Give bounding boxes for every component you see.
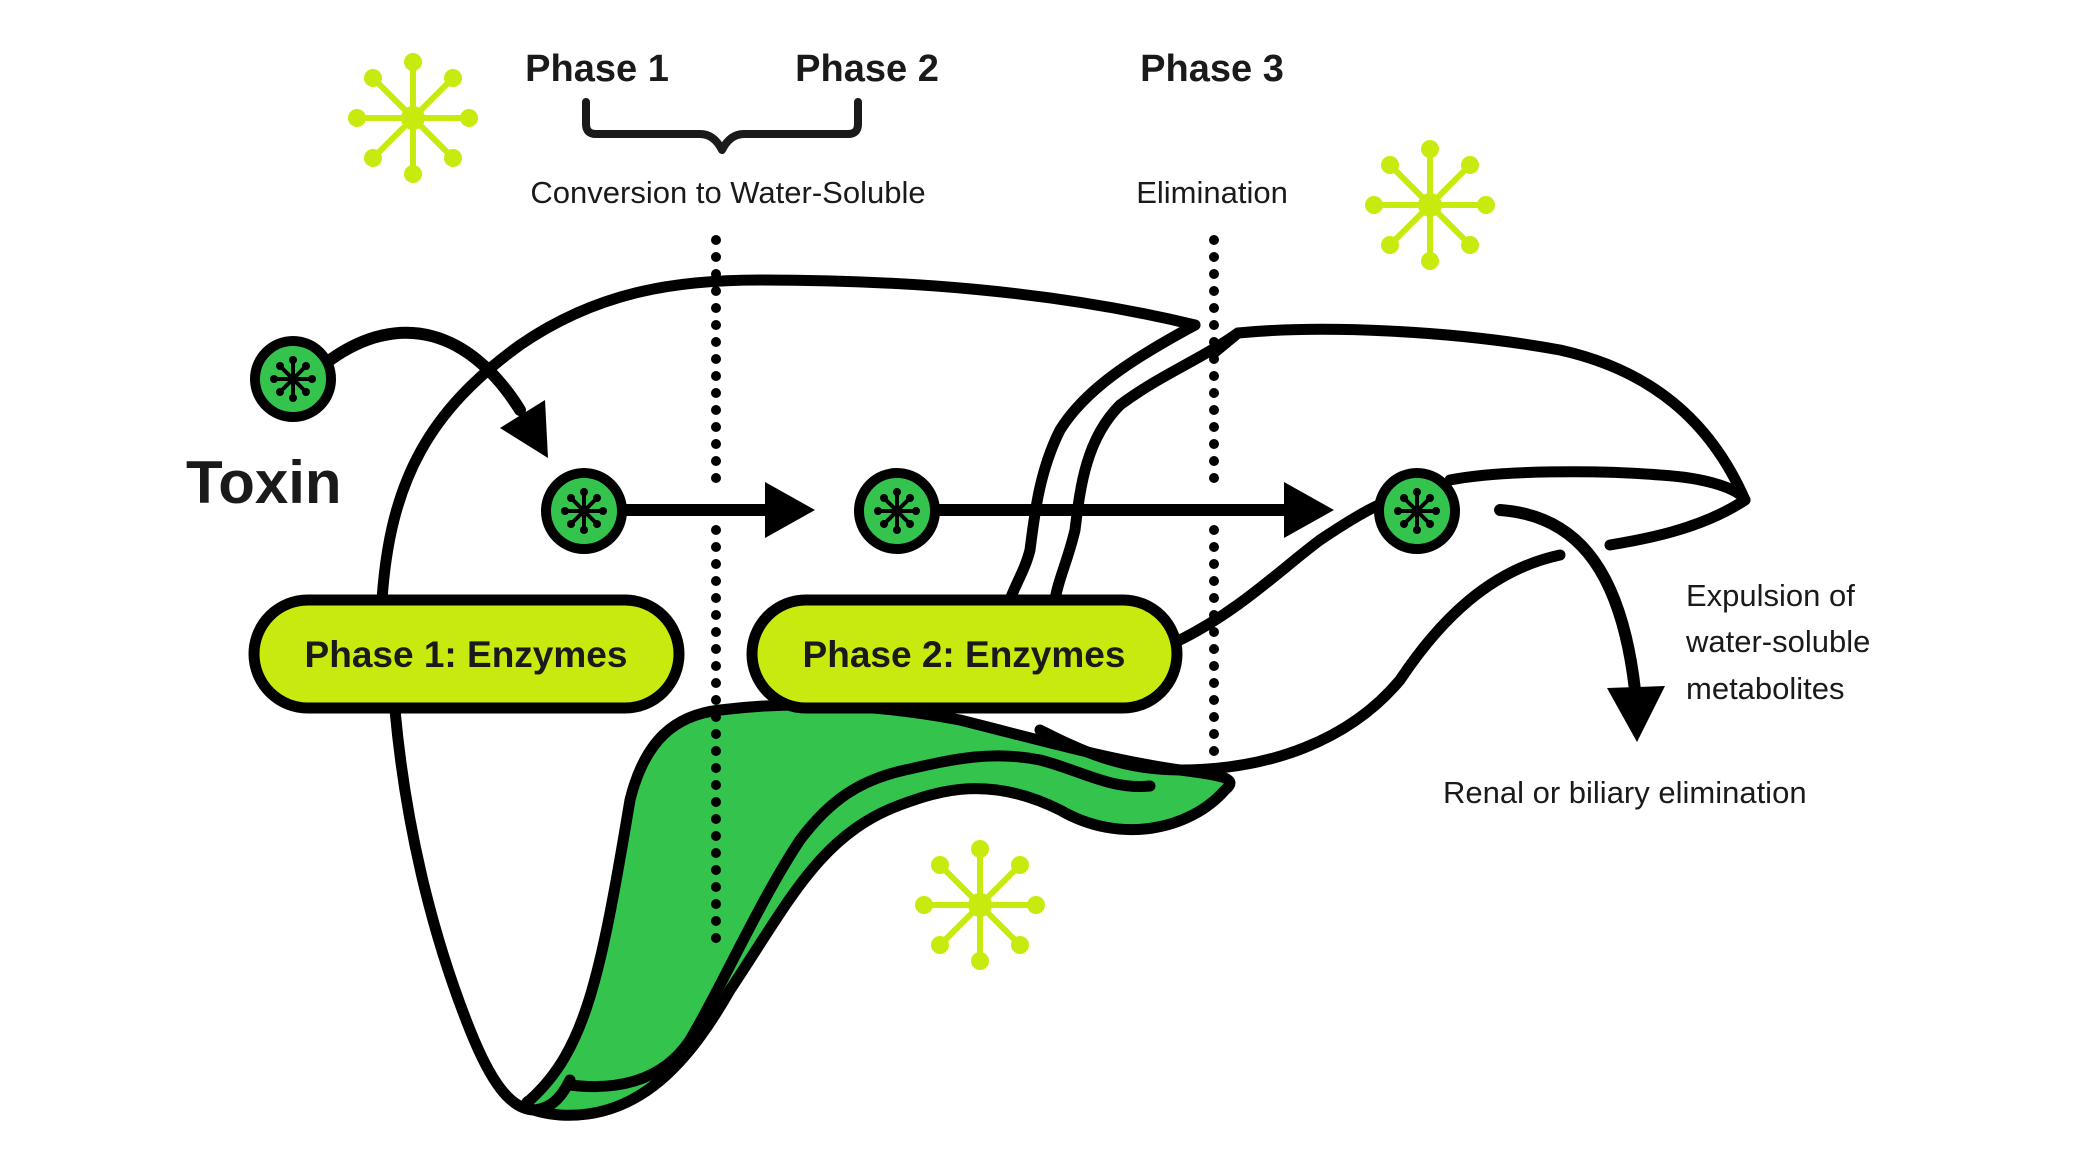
liver-right-lobe	[1209, 323, 1751, 551]
liver-left-lobe	[376, 274, 1201, 1116]
conversion-label: Conversion to Water-Soluble	[530, 175, 925, 210]
toxin-molecule-icon	[541, 468, 627, 554]
phase2-enzymes-pill: Phase 2: Enzymes	[746, 594, 1183, 714]
toxin-molecule-icon	[250, 336, 336, 422]
phase1-enzymes-label: Phase 1: Enzymes	[305, 634, 628, 675]
arrow-phase1-to-phase2-head	[765, 482, 815, 538]
liver-ligament-outer	[1004, 319, 1201, 606]
brace-icon	[582, 98, 862, 154]
expulsion-line1: Expulsion of	[1686, 578, 1855, 613]
expulsion-line2: water-soluble	[1685, 624, 1870, 659]
renal-elimination-label: Renal or biliary elimination	[1443, 775, 1807, 810]
sparkle-icon	[915, 840, 1045, 970]
phase2-title: Phase 2	[795, 48, 939, 90]
toxin-molecule-icon	[854, 468, 940, 554]
liver-right-lobe-middle	[1444, 466, 1751, 506]
toxin-molecule-icon	[1374, 468, 1460, 554]
arrow-toxin-into-liver-head	[500, 400, 548, 458]
toxin-label: Toxin	[186, 449, 342, 516]
expulsion-line3: metabolites	[1686, 671, 1845, 706]
phase-dividers	[711, 235, 1219, 955]
arrow-expulsion	[1494, 504, 1641, 696]
arrow-expulsion-head	[1607, 686, 1665, 742]
elimination-label: Elimination	[1136, 175, 1288, 210]
sparkle-icon	[348, 53, 478, 183]
phase2-enzymes-label: Phase 2: Enzymes	[803, 634, 1126, 675]
phase3-title: Phase 3	[1140, 48, 1284, 90]
phase1-title: Phase 1	[525, 48, 669, 90]
flow-arrows	[324, 326, 1665, 742]
sparkle-icon	[1365, 140, 1495, 270]
arrow-phase2-to-phase3-head	[1284, 482, 1334, 538]
liver-right-lobe-bottom	[1034, 549, 1566, 776]
arrow-toxin-into-liver	[324, 326, 526, 416]
liver-illustration	[376, 274, 1751, 1121]
liver-inner-line	[564, 750, 1156, 1092]
liver-ligament-inner	[1049, 327, 1244, 606]
liver-vein-line	[1174, 494, 1396, 646]
phase1-enzymes-pill: Phase 1: Enzymes	[248, 594, 685, 714]
